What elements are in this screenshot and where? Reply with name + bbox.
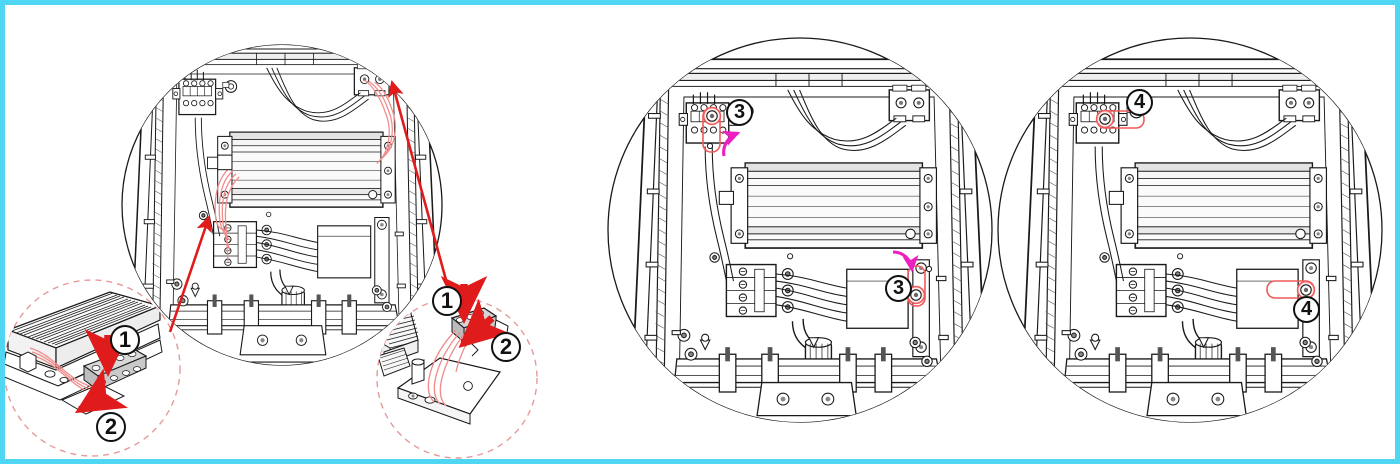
step-label-3-upper: 3 bbox=[726, 99, 753, 126]
step-4-panel bbox=[997, 37, 1383, 423]
step-label-1-detail-b: 1 bbox=[432, 286, 462, 316]
pull-out-arrow-detail-b bbox=[458, 298, 510, 349]
ccw-rotate-arrow-upper bbox=[721, 130, 741, 157]
heatsink-detail bbox=[4, 291, 163, 415]
highlighted-wire-path bbox=[214, 79, 396, 262]
detail-callout-left bbox=[3, 279, 181, 457]
step-label-4-lower: 4 bbox=[1293, 296, 1320, 323]
step-3-panel bbox=[607, 37, 993, 423]
overview-panel bbox=[121, 44, 443, 366]
leader-arrow-to-terminal-block bbox=[168, 215, 212, 333]
leader-arrow-to-top-connector bbox=[388, 79, 454, 303]
step-label-1-detail-a: 1 bbox=[110, 325, 140, 355]
screw-highlight-4-upper bbox=[1095, 109, 1145, 129]
cw-rotate-arrow-lower bbox=[892, 250, 919, 273]
step-label-4-upper: 4 bbox=[1126, 89, 1153, 116]
step-label-2-detail-b: 2 bbox=[491, 332, 521, 362]
pull-out-arrow-detail-a bbox=[74, 368, 128, 414]
step-label-3-lower: 3 bbox=[885, 275, 912, 302]
screw-highlight-3-upper bbox=[702, 106, 722, 153]
step-label-2-detail-a: 2 bbox=[96, 412, 126, 442]
screw-highlight-4-lower bbox=[1266, 280, 1316, 300]
